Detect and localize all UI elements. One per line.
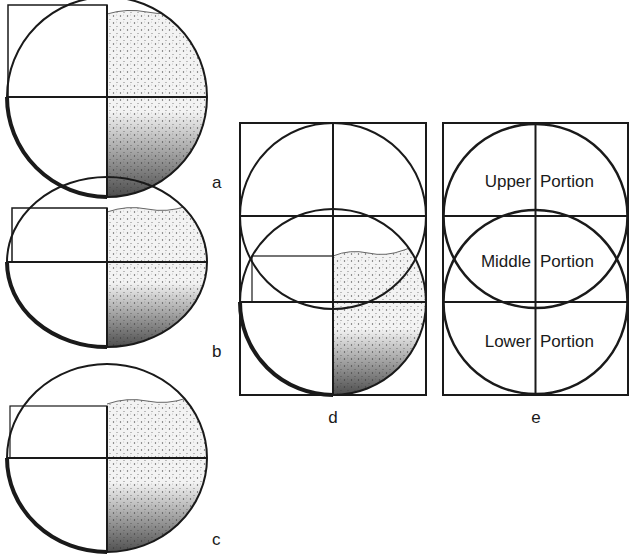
portion-label: Lower — [485, 333, 531, 352]
square-frame — [12, 208, 107, 262]
square-frame — [10, 406, 107, 458]
portion-label: Portion — [540, 173, 594, 192]
surface-line — [333, 245, 430, 256]
sample-c — [7, 364, 212, 556]
overlay-d — [240, 123, 430, 398]
shade-fill — [107, 4, 212, 200]
grid-lines — [240, 123, 426, 395]
portions-e — [443, 123, 628, 395]
figure-letter: d — [328, 409, 337, 428]
figure-letter: e — [531, 409, 540, 428]
frame-rect — [443, 123, 628, 395]
cross-lines — [7, 406, 207, 552]
outline-thick — [7, 97, 107, 197]
sample-outline — [7, 0, 207, 197]
cross-lines — [7, 5, 207, 197]
sample-b — [7, 177, 212, 350]
portion-label: Middle — [481, 253, 531, 272]
stipple-fill — [333, 245, 430, 398]
portion-label: Upper — [485, 173, 531, 192]
stipple-fill — [107, 4, 212, 200]
grid-lines — [443, 123, 628, 395]
figure-letter: a — [212, 174, 221, 193]
outline-thick — [7, 458, 107, 552]
cross-lines — [7, 208, 207, 347]
outline-thick — [240, 302, 333, 395]
sample-outline — [7, 177, 207, 347]
portion-label: Portion — [540, 333, 594, 352]
sample-a — [7, 0, 212, 200]
square-frame — [8, 5, 107, 97]
square-frame — [252, 256, 333, 302]
sample-outline — [7, 364, 207, 552]
figure-letter: b — [212, 343, 221, 362]
surface-line — [107, 200, 212, 212]
shade-fill — [333, 245, 430, 398]
figure-letter: c — [212, 531, 221, 550]
surface-line — [107, 393, 212, 404]
outline-thick — [7, 262, 107, 347]
frame-rect — [240, 123, 426, 395]
portion-label: Portion — [540, 253, 594, 272]
